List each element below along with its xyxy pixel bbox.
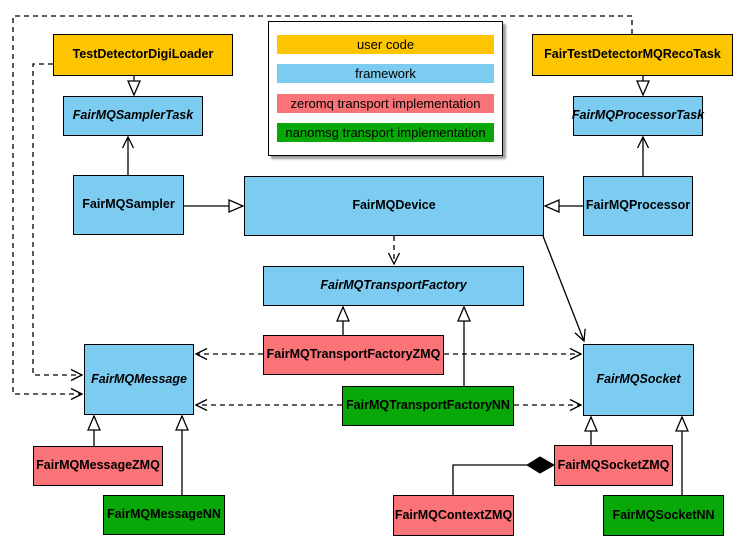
node-fairmq-transport-factory-nn: FairMQTransportFactoryNN: [342, 386, 514, 426]
node-fairmq-transport-factory-zmq: FairMQTransportFactoryZMQ: [263, 335, 444, 375]
node-fairmq-context-zmq: FairMQContextZMQ: [393, 495, 514, 536]
legend-item-nanomsg: nanomsg transport implementation: [277, 122, 494, 142]
node-fairmq-transport-factory: FairMQTransportFactory: [263, 266, 524, 306]
node-fairmq-socket-nn: FairMQSocketNN: [603, 495, 724, 536]
legend-item-framework: framework: [277, 64, 494, 84]
node-fair-test-detector-mq-reco-task: FairTestDetectorMQRecoTask: [532, 34, 733, 76]
node-fairmq-processor-task: FairMQProcessorTask: [572, 96, 704, 136]
assoc-device-socket: [542, 235, 584, 341]
comp-socketzmq-contextzmq: [452, 464, 528, 495]
legend-item-zeromq: zeromq transport implementation: [277, 93, 494, 113]
node-test-detector-digi-loader: TestDetectorDigiLoader: [53, 34, 233, 76]
node-fairmq-processor: FairMQProcessor: [583, 176, 693, 236]
node-fairmq-sampler: FairMQSampler: [73, 175, 184, 235]
dep-recotask-message: [12, 15, 633, 394]
legend: user code framework zeromq transport imp…: [268, 21, 503, 156]
composition-diamond-icon: [526, 456, 556, 474]
node-fairmq-message: FairMQMessage: [84, 344, 194, 415]
node-fairmq-sampler-task: FairMQSamplerTask: [63, 96, 203, 136]
node-fairmq-device: FairMQDevice: [244, 176, 544, 236]
node-fairmq-message-zmq: FairMQMessageZMQ: [33, 446, 163, 486]
node-fairmq-socket-zmq: FairMQSocketZMQ: [554, 445, 673, 486]
node-fairmq-message-nn: FairMQMessageNN: [103, 495, 225, 535]
dep-digiloader-message: [32, 63, 82, 375]
node-fairmq-socket: FairMQSocket: [583, 344, 694, 416]
legend-item-user-code: user code: [277, 35, 494, 54]
